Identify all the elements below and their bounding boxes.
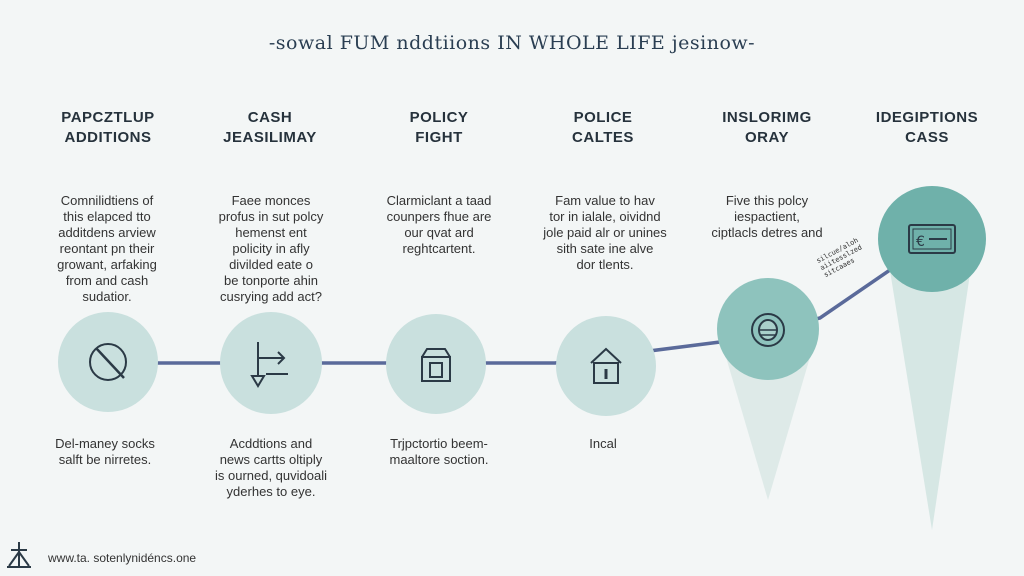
svg-text:€: € bbox=[916, 234, 925, 250]
tower-logo-icon bbox=[7, 542, 31, 568]
step-1-circle bbox=[58, 312, 158, 412]
step-2-circle bbox=[220, 312, 322, 414]
footer-url: www.ta. sotenlynidéncs.one bbox=[48, 551, 197, 565]
step-6-circle: € bbox=[878, 186, 986, 292]
step-5-circle bbox=[717, 278, 819, 380]
money-icon: € bbox=[908, 224, 956, 254]
arrow-chart-icon bbox=[250, 342, 288, 388]
step-4-bottom-text: Incal bbox=[589, 436, 617, 451]
slash-circle-icon bbox=[89, 343, 127, 381]
step-3-bottom-text: Trjpctortio beem-maaltore soction. bbox=[389, 436, 489, 467]
jar-icon bbox=[751, 313, 785, 347]
step-4-circle bbox=[556, 316, 656, 416]
beam-6 bbox=[885, 240, 975, 530]
page-title: -sowal FUM nddtiions IN WHOLE LIFE jesin… bbox=[268, 32, 756, 54]
step-3-circle bbox=[386, 314, 486, 414]
box-icon bbox=[421, 348, 451, 382]
house-icon bbox=[590, 347, 622, 384]
